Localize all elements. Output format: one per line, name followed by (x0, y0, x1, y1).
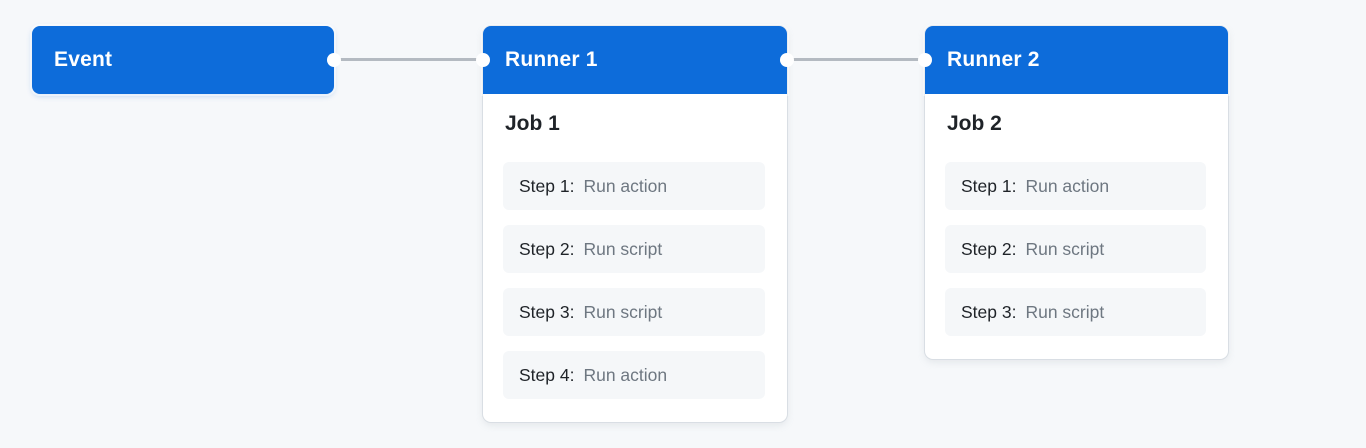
step-value: Run script (583, 238, 663, 259)
job1-step-row: Step 1: Run action (503, 162, 765, 210)
connector-dot-runner1-right (780, 53, 794, 67)
job1-title: Job 1 (505, 112, 560, 135)
connector-dot-event-right (327, 53, 341, 67)
step-label: Step 3: (519, 301, 575, 322)
step-value: Run action (583, 175, 668, 196)
job2-step-row: Step 3: Run script (945, 288, 1206, 336)
step-label: Step 2: (961, 238, 1017, 259)
step-value: Run action (1025, 175, 1110, 196)
event-node: Event (32, 26, 334, 94)
job2-step-row: Step 2: Run script (945, 225, 1206, 273)
runner2-body: Job 2 Step 1: Run action Step 2: Run scr… (925, 94, 1228, 359)
event-label: Event (54, 48, 113, 71)
runner1-title: Runner 1 (505, 48, 598, 71)
step-label: Step 1: (961, 175, 1017, 196)
step-value: Run script (1025, 301, 1105, 322)
runner2-card: Runner 2 Job 2 Step 1: Run action Step 2… (925, 26, 1228, 359)
runner1-header: Runner 1 (483, 26, 787, 94)
connector-dot-runner1-left (476, 53, 490, 67)
job1-step-row: Step 3: Run script (503, 288, 765, 336)
step-label: Step 4: (519, 364, 575, 385)
job1-step-row: Step 4: Run action (503, 351, 765, 399)
step-value: Run script (583, 301, 663, 322)
step-value: Run action (583, 364, 668, 385)
runner2-header: Runner 2 (925, 26, 1228, 94)
runner2-title: Runner 2 (947, 48, 1040, 71)
runner1-card: Runner 1 Job 1 Step 1: Run action Step 2… (483, 26, 787, 422)
step-label: Step 3: (961, 301, 1017, 322)
runner1-body: Job 1 Step 1: Run action Step 2: Run scr… (483, 94, 787, 422)
connector-line-event-runner1 (334, 58, 483, 61)
step-label: Step 2: (519, 238, 575, 259)
job2-step-row: Step 1: Run action (945, 162, 1206, 210)
job2-title: Job 2 (947, 112, 1002, 135)
connector-line-runner1-runner2 (787, 58, 925, 61)
step-label: Step 1: (519, 175, 575, 196)
step-value: Run script (1025, 238, 1105, 259)
job1-step-row: Step 2: Run script (503, 225, 765, 273)
connector-dot-runner2-left (918, 53, 932, 67)
